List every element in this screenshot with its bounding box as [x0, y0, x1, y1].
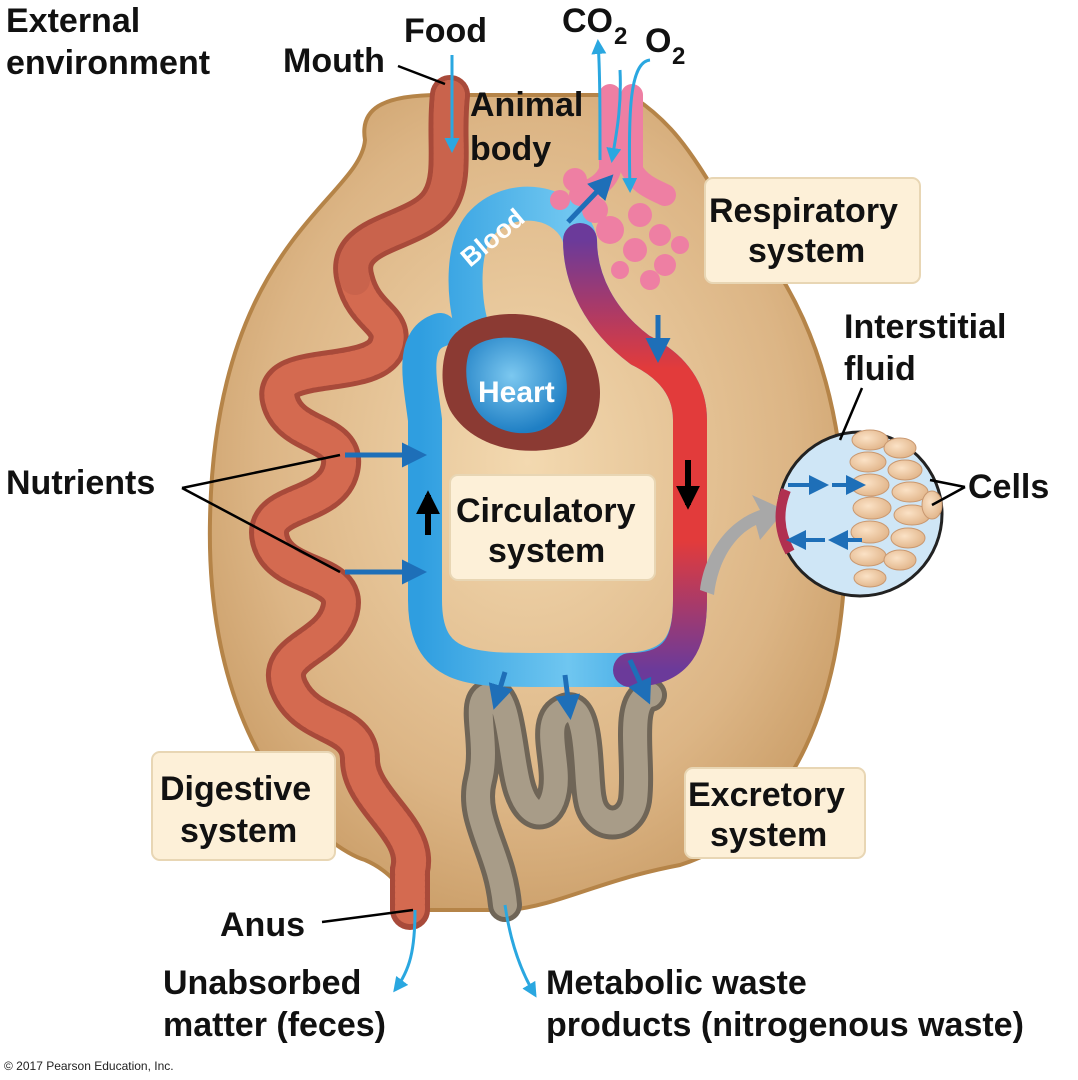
nutrient-arrows	[345, 442, 427, 585]
co2-subscript: 2	[614, 23, 627, 50]
interstitial-fluid-label-line2: fluid	[844, 350, 916, 388]
metabolic-waste-label-line1: Metabolic waste	[546, 964, 807, 1002]
external-environment-label-line1: External	[6, 2, 140, 40]
excretory-system-label-line2: system	[710, 816, 827, 854]
respiratory-system-label-line1: Respiratory	[709, 192, 898, 230]
respiratory-system-label-line2: system	[748, 232, 865, 270]
excretory-system-label-line1: Excretory	[688, 776, 845, 814]
metabolic-waste-label-line2: products (nitrogenous waste)	[546, 1006, 1024, 1044]
animal-body-label-line2: body	[470, 130, 551, 168]
gas-exchange-arrows	[566, 39, 671, 363]
blood-vessel-deoxygenated	[563, 223, 707, 687]
o2-label: O	[645, 22, 671, 60]
nutrients-label: Nutrients	[6, 464, 155, 502]
food-label: Food	[404, 12, 487, 50]
digestive-system-label-line1: Digestive	[160, 770, 311, 808]
interstitial-inset	[775, 429, 944, 598]
leader-lines	[181, 64, 966, 924]
anus-label: Anus	[220, 906, 305, 944]
unabsorbed-matter-label-line1: Unabsorbed	[163, 964, 361, 1002]
circulatory-system-box	[449, 474, 656, 581]
mouth-label: Mouth	[283, 42, 385, 80]
o2-subscript: 2	[672, 43, 685, 70]
cells-cluster	[849, 429, 943, 588]
unabsorbed-matter-label-line2: matter (feces)	[163, 1006, 386, 1044]
heart-inner	[466, 337, 567, 434]
heart-label: Heart	[478, 376, 555, 409]
digestive-system-box	[151, 751, 336, 861]
zoom-arrow	[700, 495, 785, 595]
circulatory-system-label-line1: Circulatory	[456, 492, 636, 530]
animal-body-label-line1: Animal	[470, 86, 583, 124]
copyright-notice: © 2017 Pearson Education, Inc.	[4, 1059, 174, 1073]
excretory-system-box	[684, 767, 866, 859]
respiratory-tree	[550, 84, 689, 290]
respiratory-system-box	[704, 177, 921, 284]
external-environment-label-line2: environment	[6, 44, 210, 82]
co2-label: CO	[562, 2, 613, 40]
circulatory-system-label-line2: system	[488, 532, 605, 570]
exit-arrows	[393, 904, 537, 998]
interstitial-fluid-label-line1: Interstitial	[844, 308, 1006, 346]
cells-label: Cells	[968, 468, 1049, 506]
blood-flow-arrows	[416, 460, 700, 535]
waste-arrows	[488, 658, 652, 720]
digestive-system-label-line2: system	[180, 812, 297, 850]
